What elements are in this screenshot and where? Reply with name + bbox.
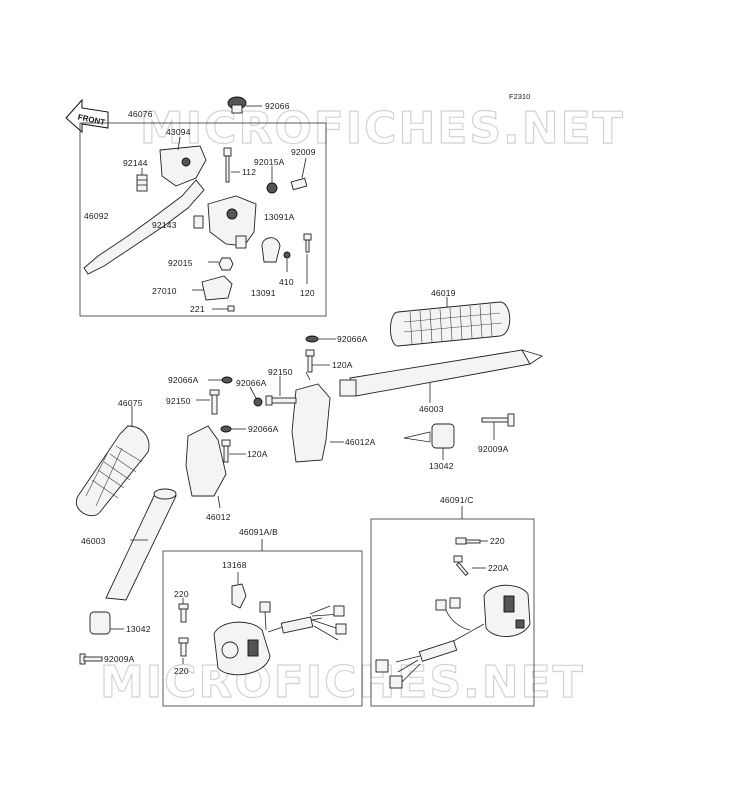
switch-c-assembly xyxy=(375,506,531,689)
watermark-top: MICROFICHES.NET xyxy=(140,103,625,154)
part-label-7: 112 xyxy=(242,167,256,177)
part-label-27: 46012A xyxy=(345,437,376,447)
switch-ab-group-box xyxy=(162,550,363,707)
part-label-8: 46092 xyxy=(84,211,109,221)
part-label-32: 46003 xyxy=(81,536,106,546)
part-label-33: 46091A/B xyxy=(239,527,278,537)
part-label-34: 46091/C xyxy=(440,495,474,505)
part-label-25: 46075 xyxy=(118,398,143,408)
part-label-19: 120A xyxy=(332,360,353,370)
part-label-14: 120 xyxy=(300,288,315,298)
switch-c-group-box xyxy=(370,518,535,707)
left-grip-assembly xyxy=(75,406,177,665)
holder-assembly xyxy=(185,335,344,509)
part-label-28: 120A xyxy=(247,449,268,459)
part-label-21: 92066A xyxy=(236,378,267,388)
part-label-15: 27010 xyxy=(152,286,177,296)
part-label-38: 220 xyxy=(174,589,189,599)
part-label-1: 46076 xyxy=(128,109,153,119)
part-label-35: 220 xyxy=(490,536,505,546)
figure-code: F2310 xyxy=(509,92,530,101)
part-label-31: 46012 xyxy=(206,512,231,522)
part-label-30: 92009A xyxy=(478,444,509,454)
part-label-3: 43094 xyxy=(166,127,191,137)
part-label-9: 92143 xyxy=(152,220,177,230)
part-label-5: 92015A xyxy=(254,157,285,167)
part-label-2: 92066 xyxy=(265,101,290,111)
part-label-24: 46003 xyxy=(419,404,444,414)
part-label-20: 92150 xyxy=(268,367,293,377)
part-label-26: 92066A xyxy=(248,424,279,434)
part-label-10: 13091A xyxy=(264,212,295,222)
part-label-4: 92144 xyxy=(123,158,148,168)
part-label-37: 220A xyxy=(488,563,509,573)
part-label-40: 220 xyxy=(174,666,189,676)
part-label-13: 410 xyxy=(279,277,294,287)
part-label-41: 92009A xyxy=(104,654,135,664)
watermark-bottom: MICROFICHES.NET xyxy=(100,657,585,708)
right-grip-assembly xyxy=(339,297,543,460)
part-label-6: 92009 xyxy=(291,147,316,157)
part-label-23: 92150 xyxy=(166,396,191,406)
switch-ab-assembly xyxy=(178,539,347,676)
lever-assembly xyxy=(83,96,312,312)
front-arrow-icon: FRONT xyxy=(65,98,109,134)
lever-group-box xyxy=(79,122,327,317)
part-label-22: 92066A xyxy=(168,375,199,385)
part-label-29: 13042 xyxy=(429,461,454,471)
part-label-12: 13091 xyxy=(251,288,276,298)
part-label-39: 13042 xyxy=(126,624,151,634)
part-label-11: 92015 xyxy=(168,258,193,268)
part-label-36: 13168 xyxy=(222,560,247,570)
part-label-16: 221 xyxy=(190,304,205,314)
part-label-17: 46019 xyxy=(431,288,456,298)
part-label-18: 92066A xyxy=(337,334,368,344)
